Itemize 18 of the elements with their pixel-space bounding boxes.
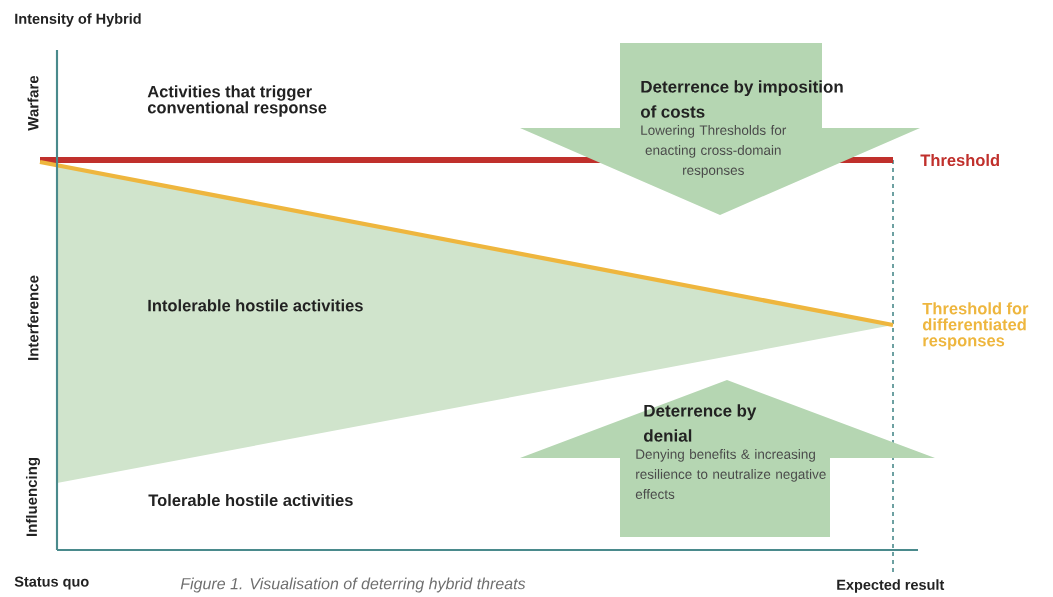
axis-level-label: Influencing <box>25 458 41 536</box>
downward-block-arrow <box>520 43 920 215</box>
arrow-heading: Deterrence by denial <box>643 404 757 442</box>
axis-end-label: Expected result <box>837 579 945 593</box>
axis-title: Intensity of Hybrid <box>15 13 141 27</box>
region-label: Intolerable hostile activities <box>148 299 363 312</box>
axis-level-label: Warfare <box>27 75 39 131</box>
arrow-heading: Deterrence by imposition of costs <box>640 80 843 118</box>
axis-level-label: Interference <box>27 275 39 360</box>
region-label: Tolerable hostile activities <box>148 493 353 507</box>
threshold-label: Threshold for differentiated responses <box>922 302 1029 350</box>
caption: Figure 1. Visualisation of deterring hybrid threats <box>180 577 526 593</box>
arrow-description: Denying benefits & increasing resilience to neutralize negative effects <box>635 449 826 499</box>
upward-block-arrow <box>520 380 935 537</box>
arrow-description: Lowering Thresholds for enacting cross-domain responses <box>641 125 787 178</box>
region-label: Activities that trigger conventional response <box>147 85 327 117</box>
threshold-label: Threshold <box>920 153 999 167</box>
axis-end-label: Status quo <box>14 576 89 590</box>
